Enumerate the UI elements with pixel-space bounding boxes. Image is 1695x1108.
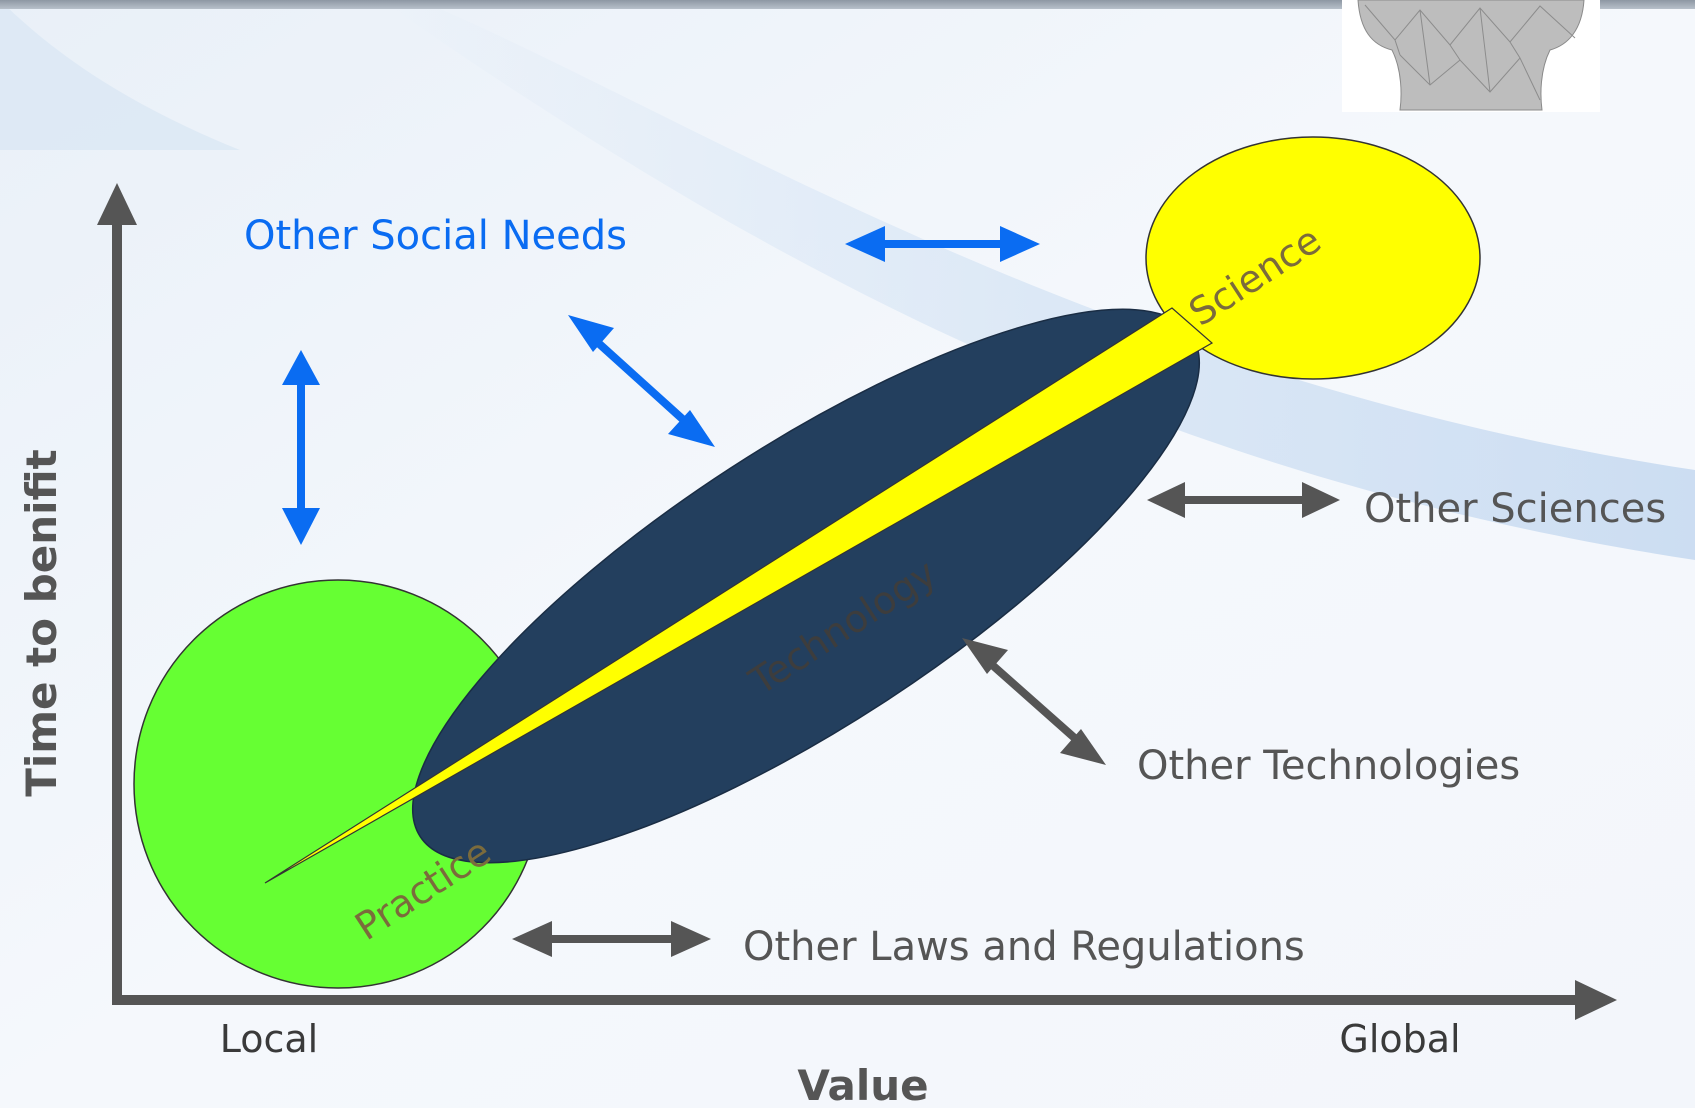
laws-double-arrow xyxy=(512,921,711,957)
axes xyxy=(97,183,1617,1020)
sciences-double-arrow xyxy=(1147,482,1340,518)
background-swoosh xyxy=(380,0,1695,560)
y-axis-title: Time to benifit xyxy=(17,449,66,797)
other-laws-label: Other Laws and Regulations xyxy=(743,924,1305,970)
social-horizontal-double-arrow xyxy=(845,226,1040,262)
y-axis-arrowhead xyxy=(97,183,137,225)
background-corner-shape xyxy=(0,0,240,150)
social-diagonal-double-arrow xyxy=(568,315,715,447)
technologies-double-arrow xyxy=(962,638,1106,765)
other-social-needs-label: Other Social Needs xyxy=(244,213,627,259)
x-axis-global-label: Global xyxy=(1339,1017,1460,1061)
knowledge-flow-wedge xyxy=(264,307,1214,884)
x-axis-arrowhead xyxy=(1575,980,1617,1020)
other-technologies-label: Other Technologies xyxy=(1137,743,1520,789)
top-bar xyxy=(0,0,1695,9)
science-ellipse xyxy=(1145,136,1481,380)
social-vertical-double-arrow xyxy=(282,350,320,545)
other-sciences-label: Other Sciences xyxy=(1364,486,1666,532)
x-axis-title: Value xyxy=(797,1061,928,1108)
mesh-thumbnail-image xyxy=(1342,0,1600,112)
x-axis-local-label: Local xyxy=(220,1017,319,1061)
